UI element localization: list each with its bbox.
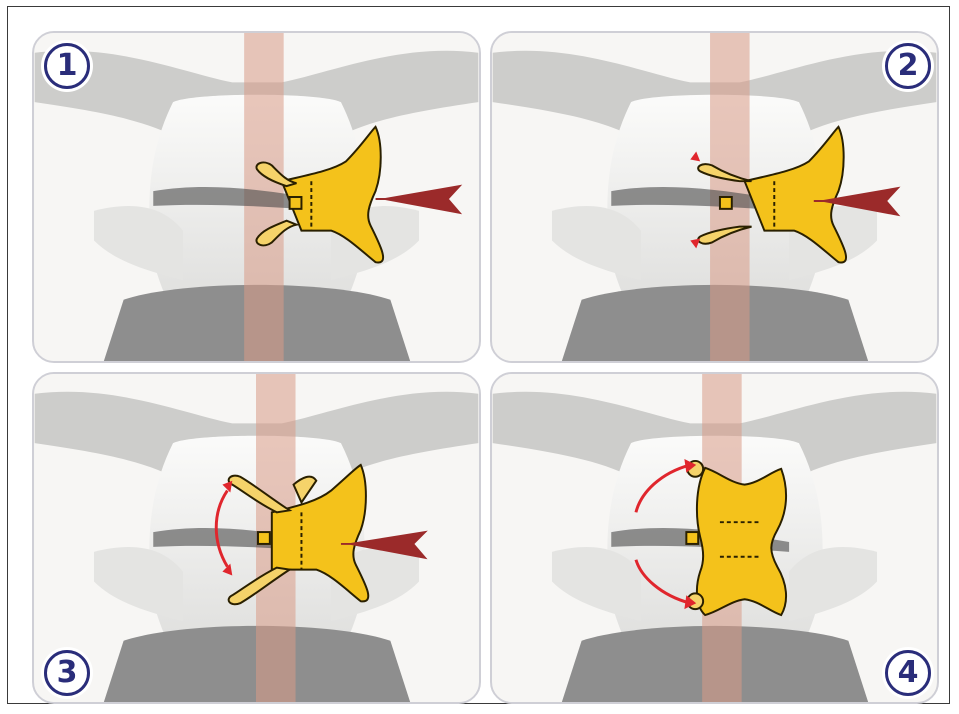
panel-step-3: 3: [32, 372, 481, 704]
panel-step-4: 4: [490, 372, 939, 704]
panel-step-2: 2: [490, 31, 939, 363]
step-number-badge: 3: [44, 650, 90, 696]
step-number-badge: 2: [885, 43, 931, 89]
panel-step-1: 1: [32, 31, 481, 363]
implant: [686, 461, 786, 615]
vertebra-illustration: [34, 374, 479, 702]
vertebra-illustration: [492, 33, 937, 361]
step-number-badge: 4: [885, 650, 931, 696]
figure-frame: 1: [7, 6, 950, 704]
vertebra-illustration: [492, 374, 937, 702]
vertebra-illustration: [34, 33, 479, 361]
step-number-badge: 1: [44, 43, 90, 89]
